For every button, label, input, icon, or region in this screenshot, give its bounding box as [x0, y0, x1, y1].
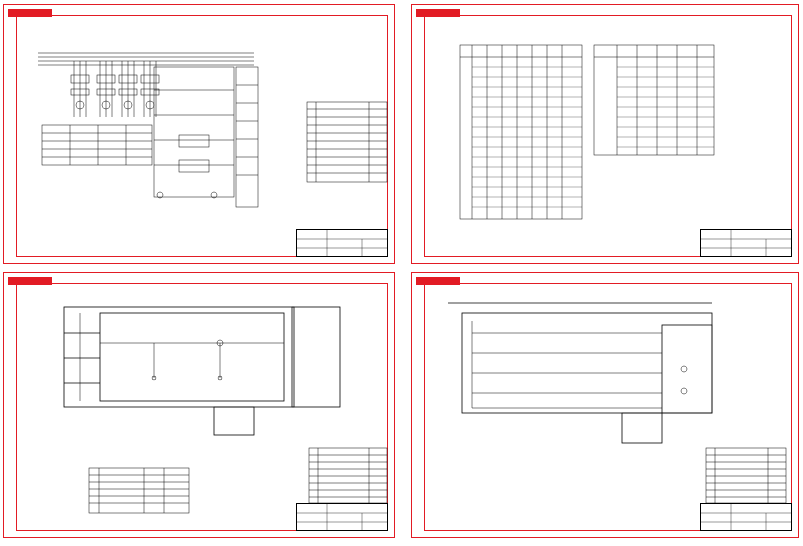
equipment-table-drawing	[459, 44, 715, 220]
sheet-stamp	[8, 9, 52, 17]
sheet-stamp	[416, 9, 460, 17]
schematic-drawing	[38, 52, 388, 208]
title-block	[700, 229, 792, 257]
floor-plan-drawing	[448, 302, 787, 504]
sheet-floor-plan-1	[3, 272, 395, 538]
drawing-frame	[16, 283, 388, 531]
drawing-frame	[424, 283, 792, 531]
floor-plan-drawing	[63, 306, 388, 514]
title-block	[700, 503, 792, 531]
title-block	[296, 503, 388, 531]
sheet-floor-plan-2	[411, 272, 799, 538]
drawing-frame	[424, 15, 792, 257]
sheet-electrical-schematic	[3, 4, 395, 264]
sheet-equipment-table	[411, 4, 799, 264]
sheet-stamp	[416, 277, 460, 285]
drawing-frame	[16, 15, 388, 257]
sheet-stamp	[8, 277, 52, 285]
title-block	[296, 229, 388, 257]
